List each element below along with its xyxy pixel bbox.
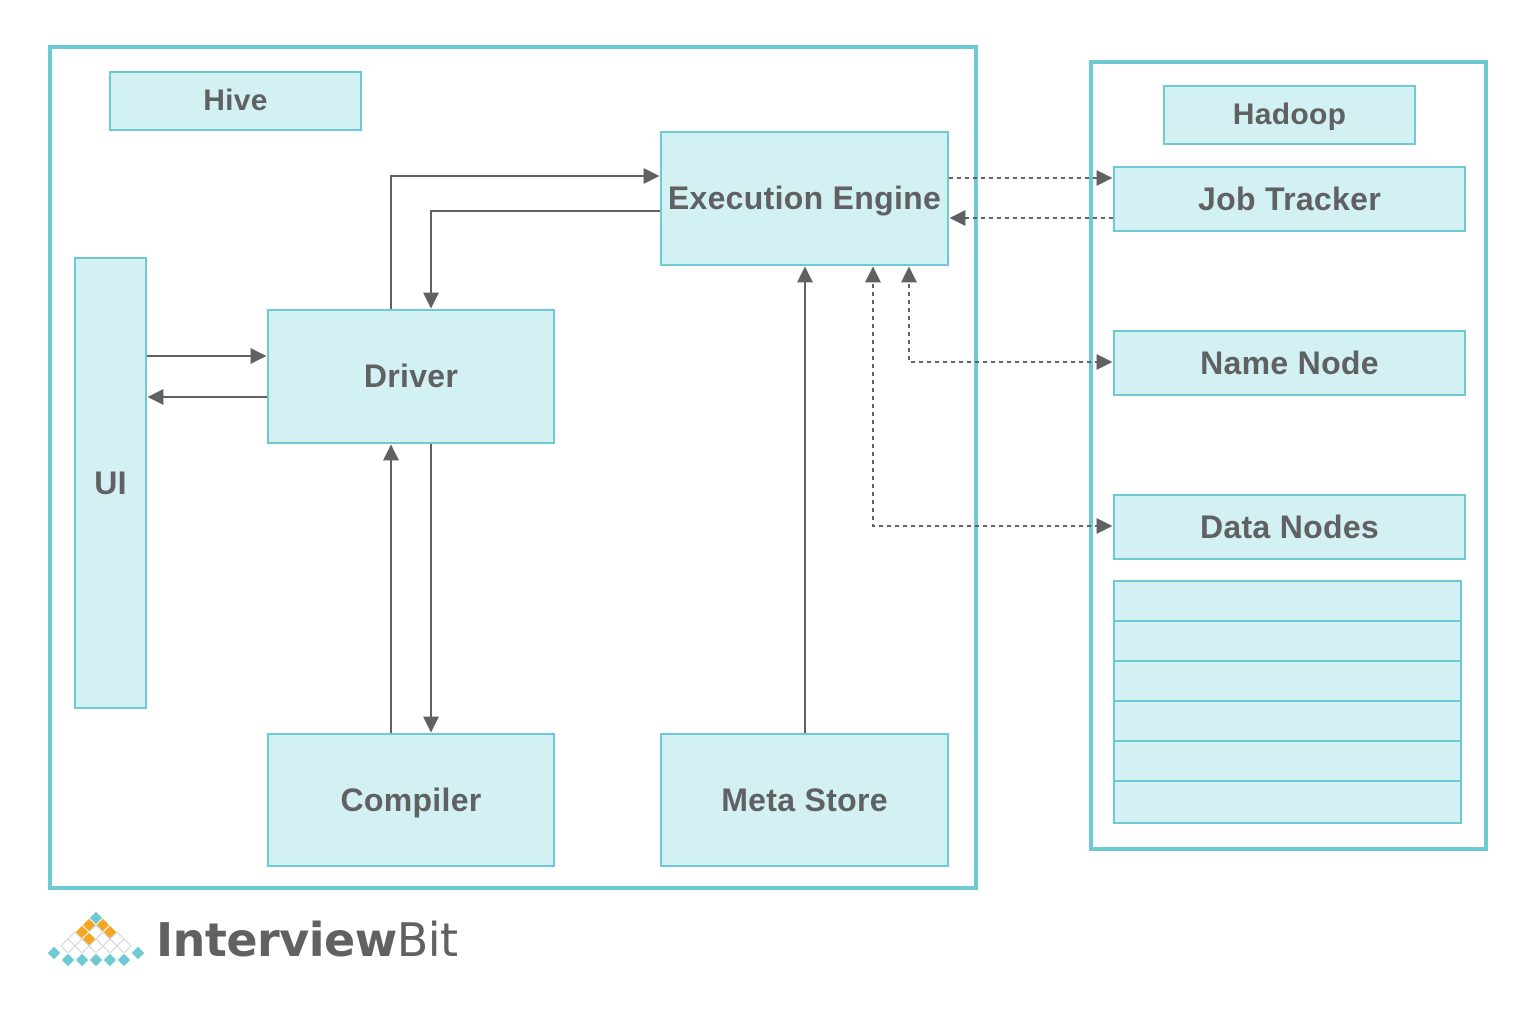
driver-box: Driver: [267, 309, 555, 444]
diamond-grid-logo-icon: [46, 910, 146, 968]
data-node-strip: [1113, 780, 1462, 824]
hadoop-title: Hadoop: [1163, 85, 1416, 145]
brand-name: InterviewBit: [156, 913, 458, 967]
ui-box: UI: [74, 257, 147, 709]
data-node-strip: [1113, 740, 1462, 782]
engine-to-driver-arrow: [423, 210, 660, 309]
brand-name-bold: Interview: [156, 913, 397, 967]
data-node-strip: [1113, 660, 1462, 702]
compiler-box: Compiler: [267, 733, 555, 867]
driver-to-engine-arrow: [390, 168, 660, 309]
engine-namenode-arrow: [901, 266, 1113, 370]
job-tracker-box: Job Tracker: [1113, 166, 1466, 232]
meta-store-box: Meta Store: [660, 733, 949, 867]
data-nodes-box: Data Nodes: [1113, 494, 1466, 560]
data-node-strip: [1113, 580, 1462, 622]
engine-datanodes-arrow: [865, 266, 1113, 534]
name-node-box: Name Node: [1113, 330, 1466, 396]
brand-name-regular: Bit: [396, 913, 458, 967]
interviewbit-logo: InterviewBit: [46, 905, 458, 975]
hive-title: Hive: [109, 71, 362, 131]
execution-engine-box: Execution Engine: [660, 131, 949, 266]
